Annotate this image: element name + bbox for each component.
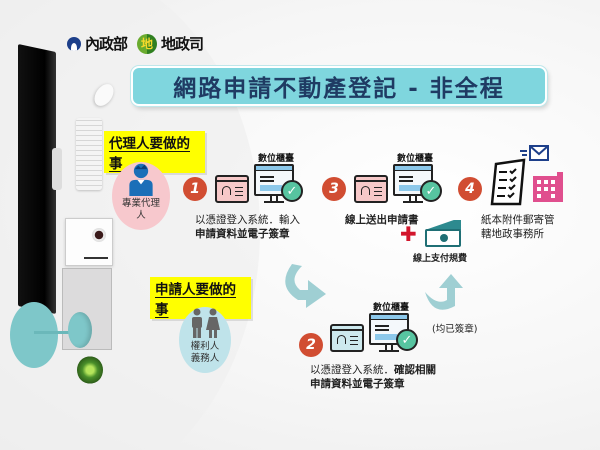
step-2-counter-label: 數位櫃臺 [373,303,410,313]
desk-monitor-stand-image [52,148,62,190]
step-2-text-line2: 申請資料並電子簽章 [310,378,405,390]
curved-arrow-down-right-icon [285,264,326,308]
step-4-text-line2: 轄地政事務所 [481,228,544,240]
couple-icon [192,308,220,338]
step-1-text-line2: 申請資料並電子簽章 [195,228,290,240]
page-title: 網路申請不動產登記 - 非全程 [173,76,505,102]
cash-stack-icon [425,220,461,230]
checklist-icon [490,158,526,206]
applicant-role-line1: 權利人 [190,341,220,352]
desk-monitor-image [18,43,56,315]
fee-payment-label: 線上支付規費 [413,254,468,264]
curved-arrow-up-right-icon [425,274,463,310]
step-2-text-bold-inline: 確認相關 [394,364,436,376]
desk-keyboard-image [76,118,102,190]
header-logos: 內政部 地 地政司 [67,33,204,54]
ministry-logo-text: 內政部 [85,35,128,53]
person-icon [129,163,153,196]
step-2-text-normal: 以憑證登入系統． [310,364,394,376]
step-1-text-line1: 以憑證登入系統．輸入 [195,214,300,226]
id-card-icon [330,324,364,352]
desk-lamp-head-image [68,312,92,348]
step-4-description: 紙本附件郵寄管 轄地政事務所 [481,213,555,241]
step-2-badge: 2 [299,333,323,357]
department-logo-text: 地政司 [161,35,204,53]
desk-lamp-base-image [10,302,58,368]
signed-note: (均已簽章) [432,324,478,335]
applicant-role-circle: 權利人 義務人 [179,307,231,373]
step-1-description: 以憑證登入系統．輸入 申請資料並電子簽章 [195,213,300,241]
ministry-emblem-icon [67,36,81,51]
plus-icon: ✚ [400,222,417,246]
id-card-icon [354,175,388,203]
mail-icon [520,145,549,161]
applicant-role-line2: 義務人 [190,353,220,364]
step-1-badge: 1 [183,177,207,201]
monitor-check-icon [393,164,435,203]
step-2-text-line1: 以憑證登入系統．確認相關 [310,363,436,377]
step-4-text-line1: 紙本附件郵寄管 [481,214,555,226]
desk-coffee-image [92,228,106,242]
agent-role-circle: 專業代理人 [112,162,170,230]
step-3-counter-label: 數位櫃臺 [397,154,434,164]
desk-lamp-arm-image [34,331,74,334]
step-1-counter-label: 數位櫃臺 [258,154,295,164]
building-icon [533,172,563,202]
step-3-badge: 3 [322,177,346,201]
title-banner: 網路申請不動產登記 - 非全程 [131,66,547,106]
department-emblem-icon: 地 [137,33,158,54]
step-3-description: 線上送出申請書 [345,214,419,226]
checkmark-icon: ✓ [281,180,303,202]
step-2-description: 以憑證登入系統．確認相關 申請資料並電子簽章 [310,363,436,391]
checkmark-icon: ✓ [396,329,418,351]
id-card-icon [215,175,249,203]
cash-icon [425,229,461,247]
agent-role-text: 專業代理人 [121,198,160,221]
step-4-badge: 4 [458,177,482,201]
desk-pen-image [84,257,108,259]
checkmark-icon: ✓ [420,180,442,202]
desk-plant-image [77,356,103,384]
